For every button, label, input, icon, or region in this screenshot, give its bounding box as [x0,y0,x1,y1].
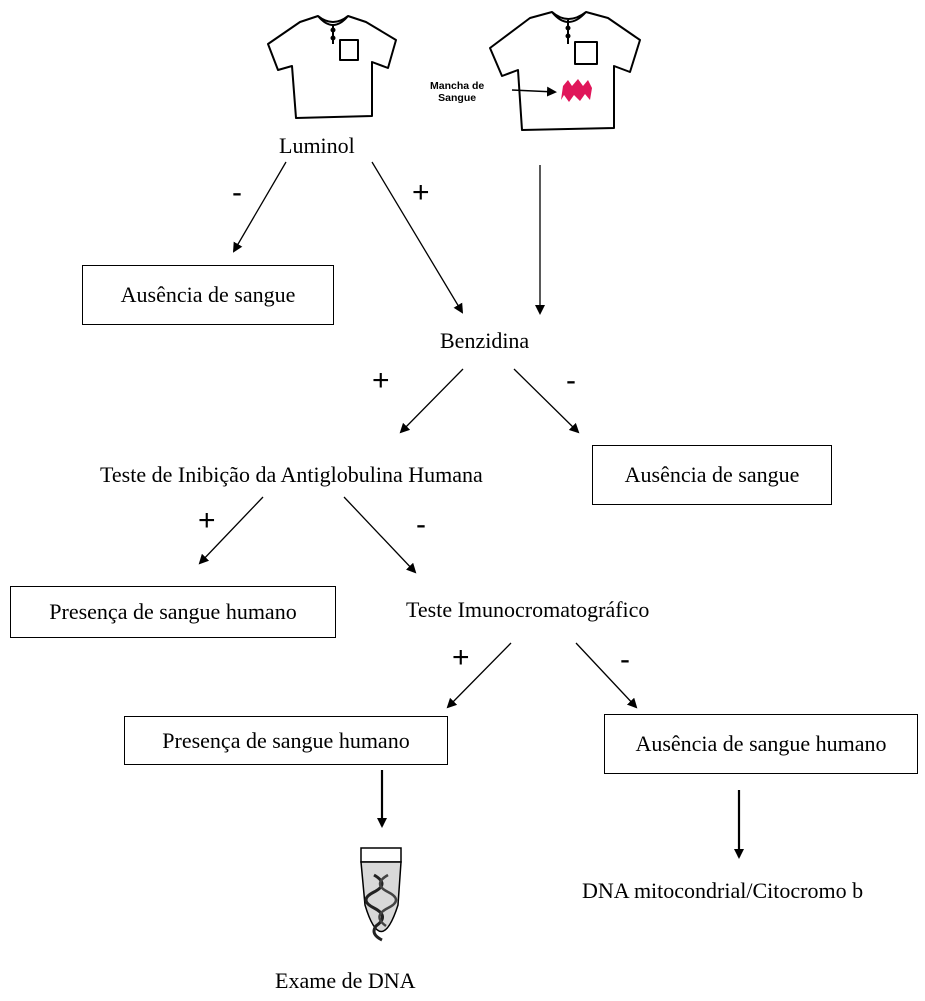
stain-callout-label: Mancha de Sangue [430,80,484,104]
presenca-sangue-humano-text-2: Presença de sangue humano [162,727,410,753]
luminol-positive-sign: + [412,176,430,209]
luminol-label: Luminol [279,133,355,158]
teste-inibicao-label: Teste de Inibição da Antiglobulina Human… [100,462,483,487]
imuno-positive-sign: + [452,641,470,674]
teste-imunocromatografico-label: Teste Imunocromatográfico [406,597,650,622]
arrow-benzidina-positive [399,368,464,434]
arrow-inibicao-negative [343,496,417,574]
arrow-inibicao-positive [198,496,264,565]
stain-label-line-1: Mancha de [430,80,485,92]
benzidina-positive-sign: + [372,364,390,397]
ausencia-de-sangue-box-2: Ausência de sangue [592,445,832,505]
ausencia-sangue-humano-box: Ausência de sangue humano [604,714,918,774]
imuno-negative-sign: - [620,643,630,676]
stained-t-shirt-icon [489,11,641,131]
ausencia-de-sangue-box-1: Ausência de sangue [82,265,334,325]
dna-mitocondrial-label: DNA mitocondrial/Citocromo b [582,878,864,903]
arrow-benzidina-negative [513,368,580,434]
benzidina-negative-sign: - [566,364,576,397]
arrow-imuno-negative [575,642,638,709]
arrow-luminol-positive [371,161,464,314]
plain-t-shirt-icon [267,15,397,119]
dna-test-tube-icon [360,847,402,942]
stain-pointer-arrow [511,86,557,97]
arrow-luminol-negative [232,161,287,253]
presenca-sangue-humano-text-1: Presença de sangue humano [49,599,297,624]
arrow-imuno-positive [446,642,512,709]
ausencia-de-sangue-text-2: Ausência de sangue [624,462,800,487]
ausencia-de-sangue-text-1: Ausência de sangue [120,282,296,307]
presenca-sangue-humano-box-1: Presença de sangue humano [10,586,336,638]
presenca-sangue-humano-box-2: Presença de sangue humano [124,716,448,765]
inibicao-positive-sign: + [198,504,216,537]
blood-stain-shape [561,79,592,102]
exame-de-dna-label: Exame de DNA [275,968,416,993]
ausencia-sangue-humano-text: Ausência de sangue humano [635,731,887,756]
stain-label-line-2: Sangue [438,92,477,104]
luminol-negative-sign: - [232,176,242,209]
benzidina-label: Benzidina [440,328,530,353]
inibicao-negative-sign: - [416,508,426,541]
